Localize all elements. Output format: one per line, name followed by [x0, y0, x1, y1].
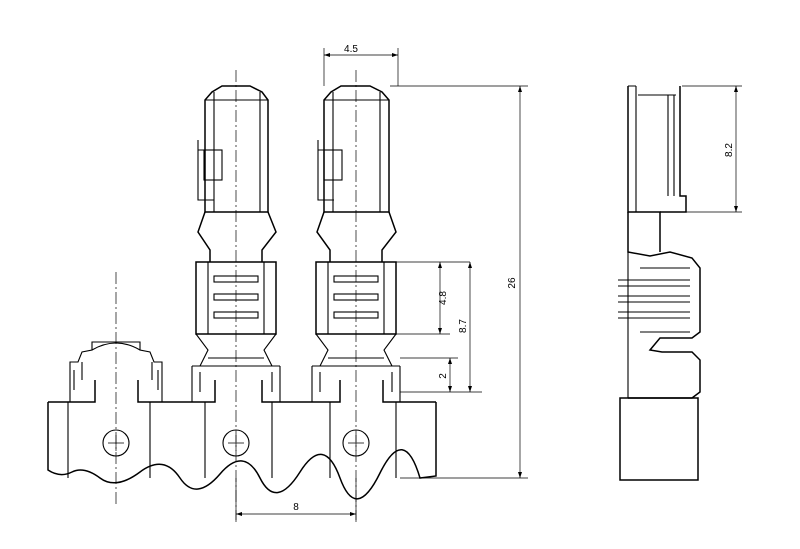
centre-lines — [115, 70, 357, 520]
dim-tab-length: 2 — [438, 373, 449, 379]
dim-side-length: 8.2 — [724, 143, 735, 157]
side-view — [618, 85, 701, 481]
dim-total-length: 26 — [507, 277, 518, 289]
dimension-labels: 4.5 26 4.8 8.7 2 8 8.2 — [293, 44, 735, 513]
dim-width-top: 4.5 — [344, 44, 358, 55]
dimension-lines — [235, 48, 528, 522]
side-dimension — [682, 85, 742, 213]
carrier-strip — [47, 380, 437, 500]
dim-barrel-to-tab: 8.7 — [458, 319, 469, 333]
dim-barrel-length: 4.8 — [438, 291, 449, 305]
dim-pitch: 8 — [293, 502, 299, 513]
